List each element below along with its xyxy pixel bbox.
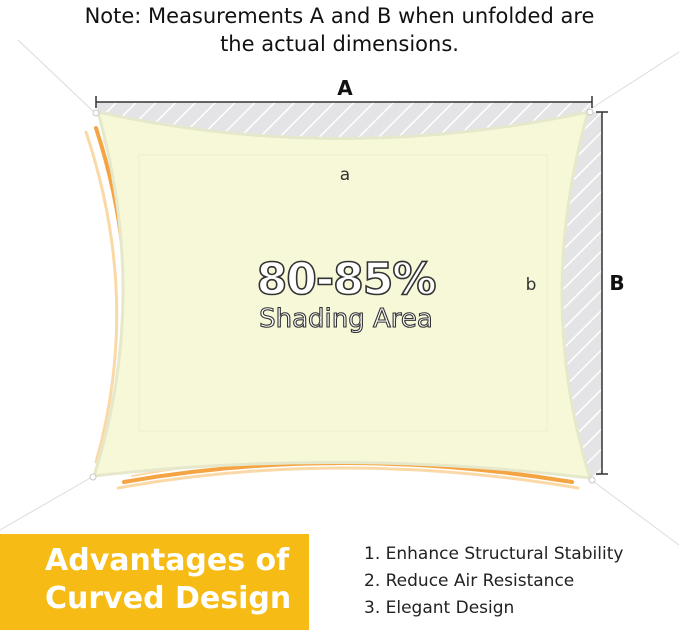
measurement-note: Note: Measurements A and B when unfolded… xyxy=(0,2,679,58)
shading-percent: 80-85% xyxy=(257,254,436,305)
advantages-list: 1. Enhance Structural Stability 2. Reduc… xyxy=(364,541,623,622)
badge-title-line-2: Curved Design xyxy=(45,581,292,616)
badge-title-line-1: Advantages of xyxy=(45,543,290,578)
inner-label-a: a xyxy=(340,165,350,185)
list-item: 2. Reduce Air Resistance xyxy=(364,571,575,591)
inner-label-b: b xyxy=(526,275,537,295)
rope-top-left xyxy=(17,39,95,113)
dimension-b-line xyxy=(596,111,608,475)
hatched-top-area xyxy=(96,102,592,139)
dimension-a-line xyxy=(95,96,593,108)
shading-label: Shading Area xyxy=(259,304,433,334)
note-line-1: Note: Measurements A and B when unfolded… xyxy=(84,4,595,28)
rope-bottom-left xyxy=(0,476,93,531)
list-item: 3. Elegant Design xyxy=(364,598,515,618)
rope-top-right xyxy=(591,51,679,109)
sail-inner-border xyxy=(138,154,548,432)
hatched-right-area xyxy=(561,112,602,478)
rope-bottom-right xyxy=(593,481,679,546)
advantages-badge: Advantages of Curved Design xyxy=(0,534,309,630)
corner-rings xyxy=(89,108,596,484)
dimension-label-A: A xyxy=(337,76,353,100)
rope-lines xyxy=(0,39,679,546)
list-item: 1. Enhance Structural Stability xyxy=(364,544,624,564)
note-line-2: the actual dimensions. xyxy=(220,32,459,56)
dimension-label-B: B xyxy=(609,271,624,295)
